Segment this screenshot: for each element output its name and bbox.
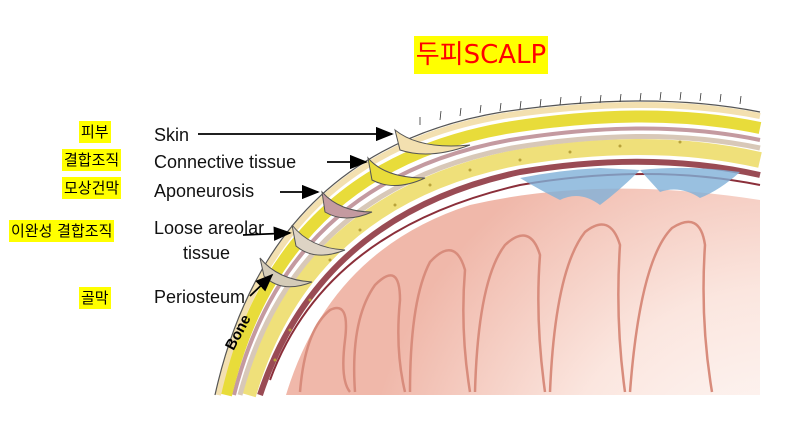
label-en-connective: Connective tissue	[154, 152, 297, 172]
label-ko-connective: 결합조직	[62, 149, 122, 171]
hair	[419, 91, 742, 125]
gyri	[298, 220, 714, 393]
label-ko-aponeurosis: 모상건막	[62, 177, 122, 199]
layer-texture	[273, 140, 682, 362]
label-en-loose-areolar: Loose areolar	[154, 218, 265, 238]
arrows	[198, 126, 394, 297]
label-en-skin: Skin	[154, 125, 190, 145]
diagram-title: 두피SCALP	[414, 36, 548, 74]
label-ko-skin: 피부	[79, 121, 111, 143]
dura-vessels	[520, 168, 640, 205]
label-ko-loose-areolar: 이완성 결합조직	[9, 220, 115, 242]
brain-region	[286, 188, 760, 395]
label-ko-periosteum: 골막	[79, 287, 111, 309]
label-en-aponeurosis: Aponeurosis	[154, 181, 255, 201]
label-en-periosteum: Periosteum	[154, 287, 246, 307]
label-en-tissue: tissue	[183, 243, 231, 263]
